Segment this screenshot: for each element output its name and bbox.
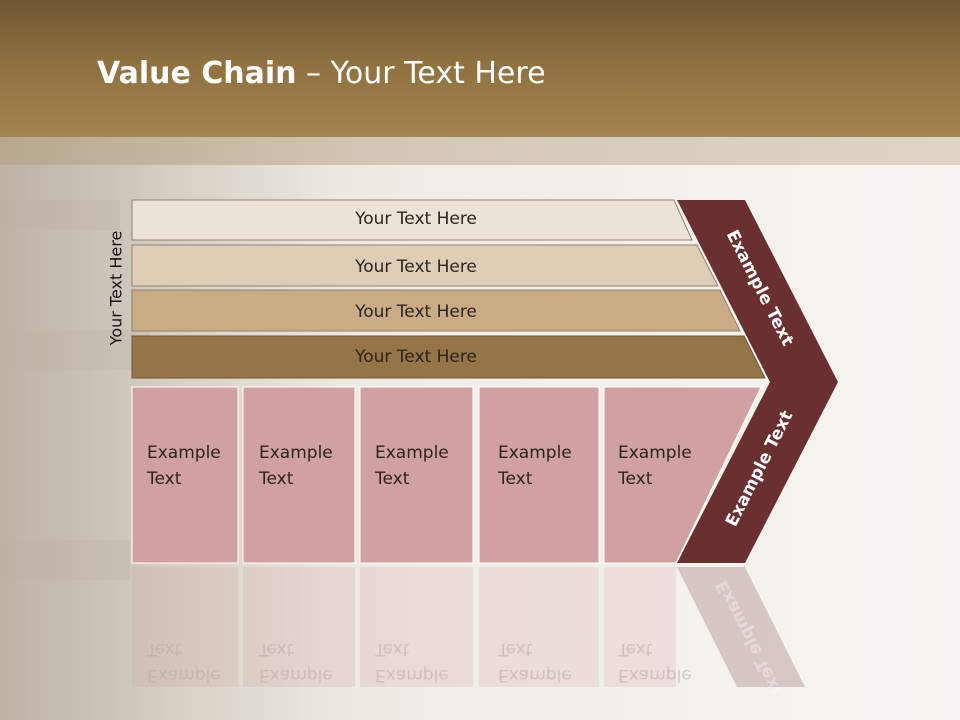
cell-5 <box>603 386 762 564</box>
page-title: Value Chain – Your Text Here <box>97 56 546 91</box>
cell-2 <box>242 386 356 564</box>
bar-2-label: Your Text Here <box>355 257 477 277</box>
bar-4 <box>131 335 766 379</box>
chevron-arrow <box>677 200 838 563</box>
title-rest: – Your Text Here <box>296 56 546 91</box>
cell-3 <box>359 386 474 564</box>
cell-2-reflection: Example Text <box>259 639 333 685</box>
bar-2 <box>131 244 719 287</box>
cell-4 <box>478 386 600 564</box>
cell-4-label: Example Text <box>498 443 572 489</box>
bar-1 <box>131 199 693 241</box>
header-band <box>0 0 960 137</box>
bar-3 <box>131 289 741 332</box>
cell-1-label: Example Text <box>147 443 221 489</box>
bar-3-label: Your Text Here <box>355 302 477 322</box>
reflection <box>132 567 805 687</box>
cell-1-reflection: Example Text <box>147 639 221 685</box>
cell-5-reflection: Example Text <box>618 639 692 685</box>
cell-3-label: Example Text <box>375 443 449 489</box>
title-bold: Value Chain <box>97 56 297 91</box>
cell-1 <box>131 386 239 564</box>
cell-4-reflection: Example Text <box>498 639 572 685</box>
cell-3-reflection: Example Text <box>375 639 449 685</box>
cell-2-label: Example Text <box>259 443 333 489</box>
bar-1-label: Your Text Here <box>355 209 477 229</box>
bar-4-label: Your Text Here <box>355 347 477 367</box>
cell-5-label: Example Text <box>618 443 692 489</box>
header-sub-band <box>0 137 960 165</box>
